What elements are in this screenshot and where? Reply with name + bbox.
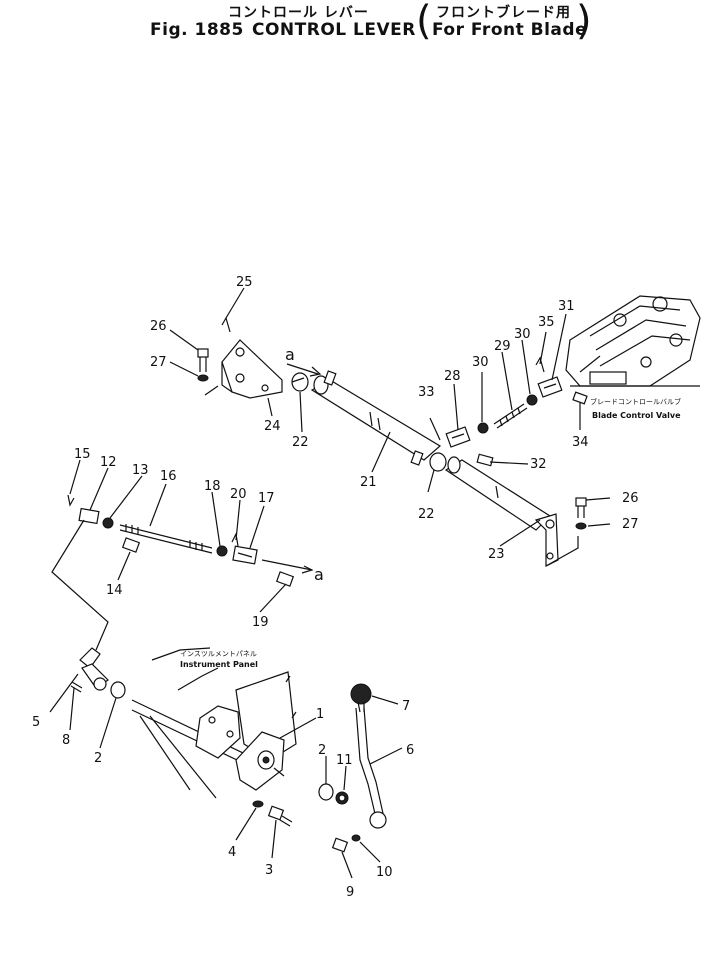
ref-a-upper: a: [285, 345, 295, 364]
callout-2-left: 2: [94, 751, 102, 766]
washer-27-lower: [575, 522, 587, 530]
callout-26-upper: 26: [150, 319, 167, 334]
bracket-24: [221, 316, 283, 399]
rod-29: [493, 403, 528, 429]
nut-18: [216, 545, 228, 557]
callout-29: 29: [494, 339, 511, 354]
callout-19: 19: [252, 615, 269, 630]
callout-27-upper: 27: [150, 355, 167, 370]
bushing-2-right: [318, 783, 334, 801]
linkage-connector: [51, 519, 109, 651]
title-en: CONTROL LEVER: [252, 20, 416, 40]
knob-7: [350, 683, 372, 713]
washer-11: [335, 791, 349, 805]
yoke-31: [535, 356, 563, 398]
callout-23: 23: [488, 547, 505, 562]
callout-17: 17: [258, 491, 275, 506]
lever-23: [444, 456, 579, 567]
callout-31: 31: [558, 299, 575, 314]
bolt-3: [267, 805, 293, 827]
pin-19: [275, 571, 295, 587]
callout-30-b: 30: [514, 327, 531, 342]
callout-14: 14: [106, 583, 123, 598]
pin-34: [572, 391, 588, 405]
title-jp: コントロール レバー: [228, 5, 369, 21]
callout-26-lower: 26: [622, 491, 639, 506]
leader-24-line: [204, 385, 219, 396]
blade-valve-label-en: Blade Control Valve: [592, 411, 681, 420]
callout-5: 5: [32, 715, 40, 730]
fig-label: Fig. 1885: [150, 20, 244, 40]
callout-28: 28: [444, 369, 461, 384]
title-block: コントロール レバー フロントブレード用 Fig. 1885 CONTROL L…: [0, 0, 704, 60]
callout-16: 16: [160, 469, 177, 484]
bracket-1: [235, 731, 285, 791]
instrument-panel-label-jp: インスツルメントパネル: [180, 650, 257, 658]
yoke-28: [429, 417, 471, 448]
callout-21: 21: [360, 475, 377, 490]
callout-18: 18: [204, 479, 221, 494]
bushing-22-upper: [291, 372, 309, 392]
callout-1: 1: [316, 707, 324, 722]
callout-2-right: 2: [318, 743, 326, 758]
bolt-26-lower: [575, 497, 587, 518]
washer-10: [351, 834, 361, 842]
callout-13: 13: [132, 463, 149, 478]
ref-arrow-lower-head: [301, 565, 314, 574]
yoke-17: [231, 532, 258, 565]
pin-32: [476, 453, 494, 467]
bushing-22-mid: [429, 452, 447, 472]
callout-20: 20: [230, 487, 247, 502]
nut-30-a: [477, 422, 489, 434]
subtitle-jp: フロントブレード用: [436, 5, 571, 21]
callout-3: 3: [265, 863, 273, 878]
callout-25: 25: [236, 275, 253, 290]
yoke-12: [67, 494, 100, 525]
bushing-2-left: [110, 681, 126, 699]
callout-27-lower: 27: [622, 517, 639, 532]
bolt-9: [331, 837, 349, 853]
bolt-26-upper: [169, 329, 209, 372]
blade-control-valve: [565, 295, 701, 387]
callout-10: 10: [376, 865, 393, 880]
pin-14: [121, 537, 141, 553]
callout-12: 12: [100, 455, 117, 470]
callout-7: 7: [402, 699, 410, 714]
callout-11: 11: [336, 753, 353, 768]
callout-8: 8: [62, 733, 70, 748]
callout-34: 34: [572, 435, 589, 450]
ref-a-lower: a: [314, 565, 324, 584]
callout-numbers: 1 2 2 3 4 5 6 7 8 9 10 11 12 13 14 15 16…: [32, 275, 639, 900]
ref-arrow-lower-line: [261, 559, 313, 571]
washer-4: [252, 800, 264, 808]
callout-35: 35: [538, 315, 555, 330]
nut-13: [102, 517, 114, 529]
close-paren: ): [576, 0, 592, 44]
callout-15: 15: [74, 447, 91, 462]
callout-32: 32: [530, 457, 547, 472]
open-paren: (: [416, 0, 432, 44]
callout-6: 6: [406, 743, 414, 758]
nut-30-b: [526, 394, 538, 406]
subtitle-en: For Front Blade: [432, 20, 588, 40]
callout-30-a: 30: [472, 355, 489, 370]
pin-8: [70, 681, 83, 693]
callout-9: 9: [346, 885, 354, 900]
lever-6: [355, 707, 387, 829]
callout-22-mid: 22: [418, 507, 435, 522]
callout-4: 4: [228, 845, 236, 860]
callout-22-upper: 22: [292, 435, 309, 450]
callout-33: 33: [418, 385, 435, 400]
blade-valve-label-jp: ブレードコントロールバルブ: [590, 397, 681, 406]
callout-24: 24: [264, 419, 281, 434]
instrument-panel-label-en: Instrument Panel: [180, 660, 258, 669]
rod-16: [119, 524, 213, 554]
washer-27-upper: [169, 361, 209, 382]
leader-lines: [49, 287, 611, 879]
shaft-21: [286, 363, 442, 466]
lever-5: [79, 647, 109, 691]
